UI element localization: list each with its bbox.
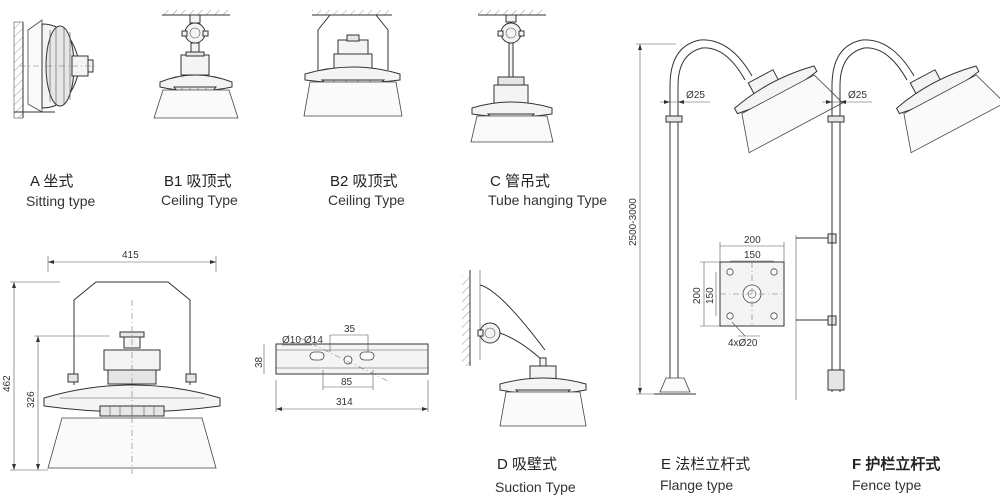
caption-e-cn: 法栏立杆式	[675, 456, 751, 473]
drawing-ceiling-b1	[153, 10, 239, 119]
caption-e: E 法栏立杆式	[661, 455, 750, 475]
caption-b2-cn: 吸顶式	[352, 173, 398, 190]
caption-b1: B1 吸顶式	[164, 172, 232, 192]
caption-e-code: E	[661, 456, 672, 473]
caption-b1-en: Ceiling Type	[161, 192, 238, 208]
drawing-sitting-type	[13, 19, 95, 119]
caption-c-cn: 管吊式	[505, 173, 551, 190]
drawing-lamp-dimensioned	[10, 256, 221, 474]
dim-bracket-length: 314	[336, 397, 353, 408]
dim-flange-outer-h: 200	[692, 287, 703, 304]
caption-e-en: Flange type	[660, 477, 734, 493]
dim-flange-inner-h: 150	[705, 287, 716, 304]
dim-bracket-dia-small: Ø10	[282, 335, 301, 346]
dim-flange-outer-w: 200	[744, 235, 761, 246]
drawing-suction-type	[462, 270, 587, 427]
dim-pole-height: 2500-3000	[628, 198, 639, 246]
caption-f-en: Fence type	[852, 477, 922, 493]
caption-d: D 吸壁式	[497, 455, 557, 475]
caption-a-code: A	[30, 173, 40, 190]
caption-c-code: C	[490, 173, 501, 190]
dim-flange-holes: 4xØ20	[728, 338, 758, 349]
dim-lamp-height-body: 326	[26, 391, 37, 408]
caption-b2-code: B2	[330, 173, 349, 190]
dim-lamp-height-total: 462	[2, 375, 13, 392]
caption-d-code: D	[497, 456, 508, 473]
drawing-flange-plate	[700, 242, 785, 337]
dim-lamp-width: 415	[122, 250, 139, 261]
drawing-fence-pole	[795, 39, 1000, 400]
dim-pole-diameter-f: Ø25	[848, 90, 867, 101]
caption-b2: B2 吸顶式	[330, 172, 398, 192]
caption-f-cn: 护栏立杆式	[865, 456, 941, 473]
caption-b1-cn: 吸顶式	[186, 173, 232, 190]
caption-d-cn: 吸壁式	[512, 456, 558, 473]
caption-c-en: Tube hanging Type	[488, 192, 608, 208]
dim-flange-inner-w: 150	[744, 250, 761, 261]
caption-c: C 管吊式	[490, 172, 550, 192]
caption-f-code: F	[852, 456, 862, 473]
caption-f: F 护栏立杆式	[852, 455, 940, 475]
dim-pole-diameter-e: Ø25	[686, 90, 705, 101]
caption-d-en: Suction Type	[495, 479, 576, 495]
dim-bracket-spacing-top: 35	[344, 324, 356, 335]
dim-bracket-height: 38	[254, 356, 265, 368]
drawing-mounting-bracket	[263, 334, 429, 412]
caption-b1-code: B1	[164, 173, 183, 190]
caption-a-cn: 坐式	[43, 173, 74, 190]
caption-b2-en: Ceiling Type	[328, 192, 405, 208]
caption-a: A 坐式	[30, 172, 73, 192]
drawing-ceiling-b2	[303, 10, 403, 117]
dim-bracket-spacing-bottom: 85	[341, 377, 353, 388]
dim-bracket-dia-large: Ø14	[304, 335, 323, 346]
caption-a-en: Sitting type	[26, 193, 96, 209]
drawing-tube-hanging	[470, 10, 554, 143]
drawing-flange-pole	[636, 39, 844, 395]
